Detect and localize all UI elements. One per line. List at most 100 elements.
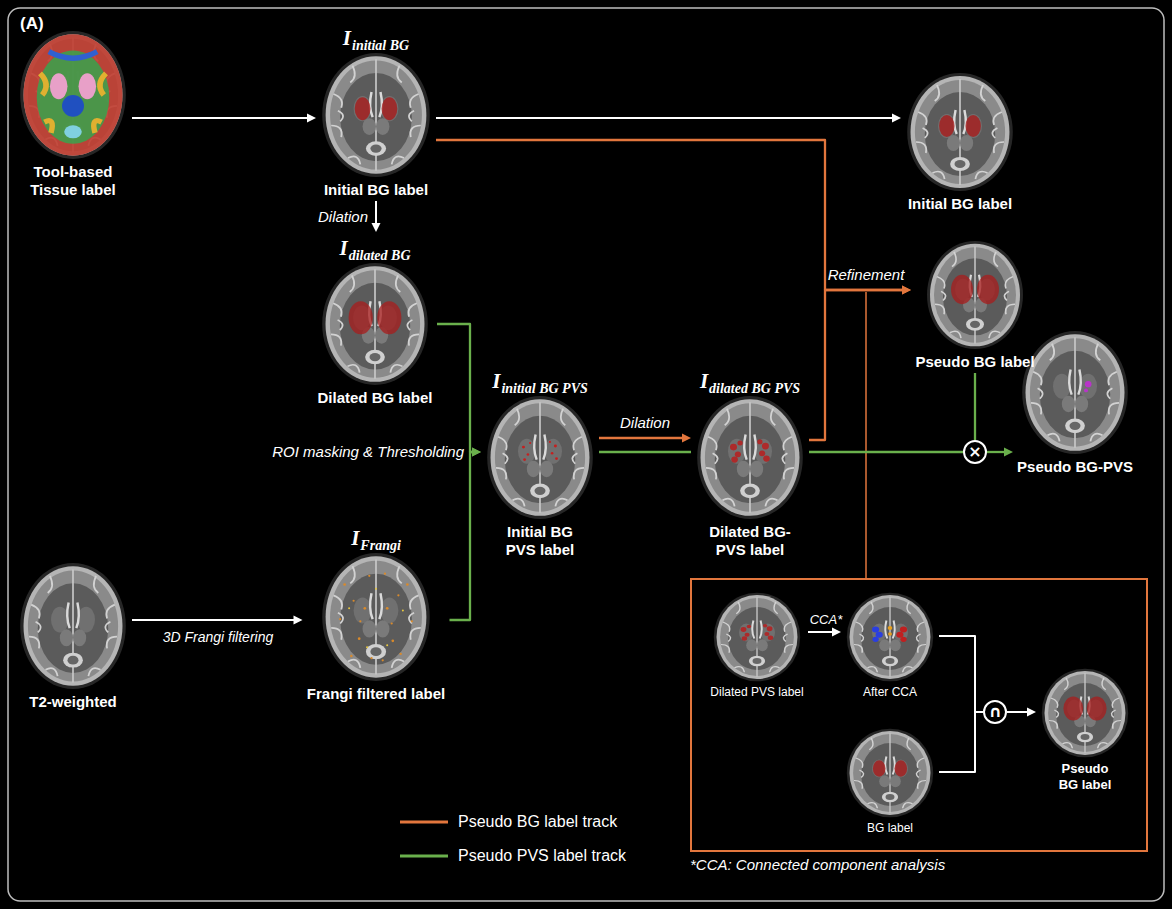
arrow-head [902, 286, 911, 295]
panel-label: (A) [20, 14, 44, 34]
mri-image [714, 593, 800, 682]
connector-line [599, 437, 684, 439]
mri-image [847, 729, 933, 818]
connector-line [939, 636, 983, 712]
arrow-head [682, 434, 691, 443]
connector-line [375, 201, 377, 225]
pseudo-bg-image: Pseudo BG label [911, 236, 1039, 373]
image-caption: BG label [867, 821, 913, 835]
mri-image [322, 53, 430, 177]
legend-text: Pseudo PVS label track [458, 846, 626, 866]
mri-image [1042, 669, 1128, 758]
mri-image [1022, 331, 1128, 454]
connector-line [132, 619, 296, 621]
dilated-bg-overlay [349, 301, 402, 334]
subscript: initial BG PVS [501, 381, 587, 396]
heading-row: Iinitial BG PVS [484, 369, 596, 395]
arrow-head [472, 448, 481, 457]
image-area [1039, 668, 1131, 758]
t2-image: T2-weighted [14, 558, 132, 713]
arrow-head [1027, 708, 1036, 717]
legend-text: Pseudo BG label track [458, 812, 617, 832]
subscript: initial BG [352, 38, 409, 53]
image-caption: Pseudo BG label [915, 353, 1034, 371]
image-area [484, 395, 596, 520]
connector-line [809, 290, 904, 440]
heading-row: Idilated BG [316, 236, 434, 262]
frangi-image: IFrangiFrangi filtered label [303, 522, 450, 705]
image-area [709, 592, 805, 682]
image-caption: Dilated PVS label [710, 685, 803, 699]
intersection-operator: ∩ [983, 700, 1007, 724]
footnote: *CCA: Connected component analysis [690, 856, 945, 874]
image-caption: After CCA [863, 685, 917, 699]
connector-line [987, 451, 1006, 453]
pseudo-bg-overlay [951, 275, 999, 304]
image-caption: Dilated BG-PVS label [695, 523, 805, 559]
multiply-operator: × [963, 440, 987, 464]
image-area [319, 52, 433, 178]
image-caption: T2-weighted [29, 693, 117, 711]
bg-overlay [939, 115, 981, 137]
dilated-bg-image: Idilated BGDilated BG label [313, 232, 437, 409]
edge-label: 3D Frangi filtering [163, 628, 274, 646]
connector-line [436, 117, 894, 119]
arrow-head [472, 448, 481, 457]
bg-overlay [873, 760, 907, 777]
refinement-leader [865, 292, 867, 578]
subscript: Frangi [360, 538, 400, 553]
bg-pvs-image: Iinitial BG PVS Initial BG PVS label [481, 365, 599, 561]
segmentation-overlay [24, 34, 123, 155]
mri-image [20, 31, 126, 159]
dilated-pvs-overlay [741, 624, 774, 641]
connector [808, 628, 841, 637]
image-area [904, 72, 1016, 192]
connector [939, 712, 983, 772]
connector [809, 452, 963, 453]
connector [975, 373, 976, 440]
arrow-head [307, 114, 316, 123]
operator-symbol: × [968, 444, 981, 460]
connector-line [808, 631, 834, 633]
image-area [914, 240, 1036, 350]
operator-symbol: ∩ [989, 704, 1002, 720]
arrow-head [902, 286, 911, 295]
connector [987, 448, 1013, 457]
image-caption: Pseudo BG label [1054, 761, 1116, 792]
mri-image [927, 241, 1023, 349]
tissue-label-image: Tool-based Tissue label [14, 26, 132, 201]
bg-overlay [355, 97, 398, 120]
math-symbol: I [492, 369, 500, 393]
frangi-overlay [339, 573, 413, 662]
mri-image [322, 553, 430, 681]
arrow-head [1004, 448, 1013, 457]
mri-images [20, 31, 1128, 817]
image-caption: Initial BG PVS label [493, 523, 588, 559]
connector [599, 452, 691, 453]
arrow-head [372, 223, 381, 232]
cca-overlay [872, 626, 907, 642]
legend-line-sample [400, 855, 448, 858]
connector [437, 324, 481, 457]
image-caption: Initial BG label [324, 181, 428, 199]
arrow-head [294, 616, 303, 625]
image-area [844, 592, 936, 682]
image-area [17, 562, 129, 690]
connector [939, 636, 983, 712]
subscript: dilated BG PVS [709, 381, 800, 396]
edge-label: Dilation [318, 208, 368, 226]
edge-label: CCA* [810, 611, 843, 629]
pvs-overlay [522, 441, 558, 461]
mri-image [697, 396, 803, 519]
math-symbol: I [343, 26, 351, 50]
edge-label: Dilation [620, 414, 670, 432]
arrow-head [892, 114, 901, 123]
heading-row: IFrangi [306, 526, 447, 552]
connector-line [1007, 711, 1029, 713]
image-area [316, 262, 434, 386]
heading-row: Iinitial BG [319, 26, 433, 52]
mri-image [20, 563, 126, 689]
mri-image [907, 73, 1013, 191]
cca-image: After CCA [841, 588, 939, 702]
